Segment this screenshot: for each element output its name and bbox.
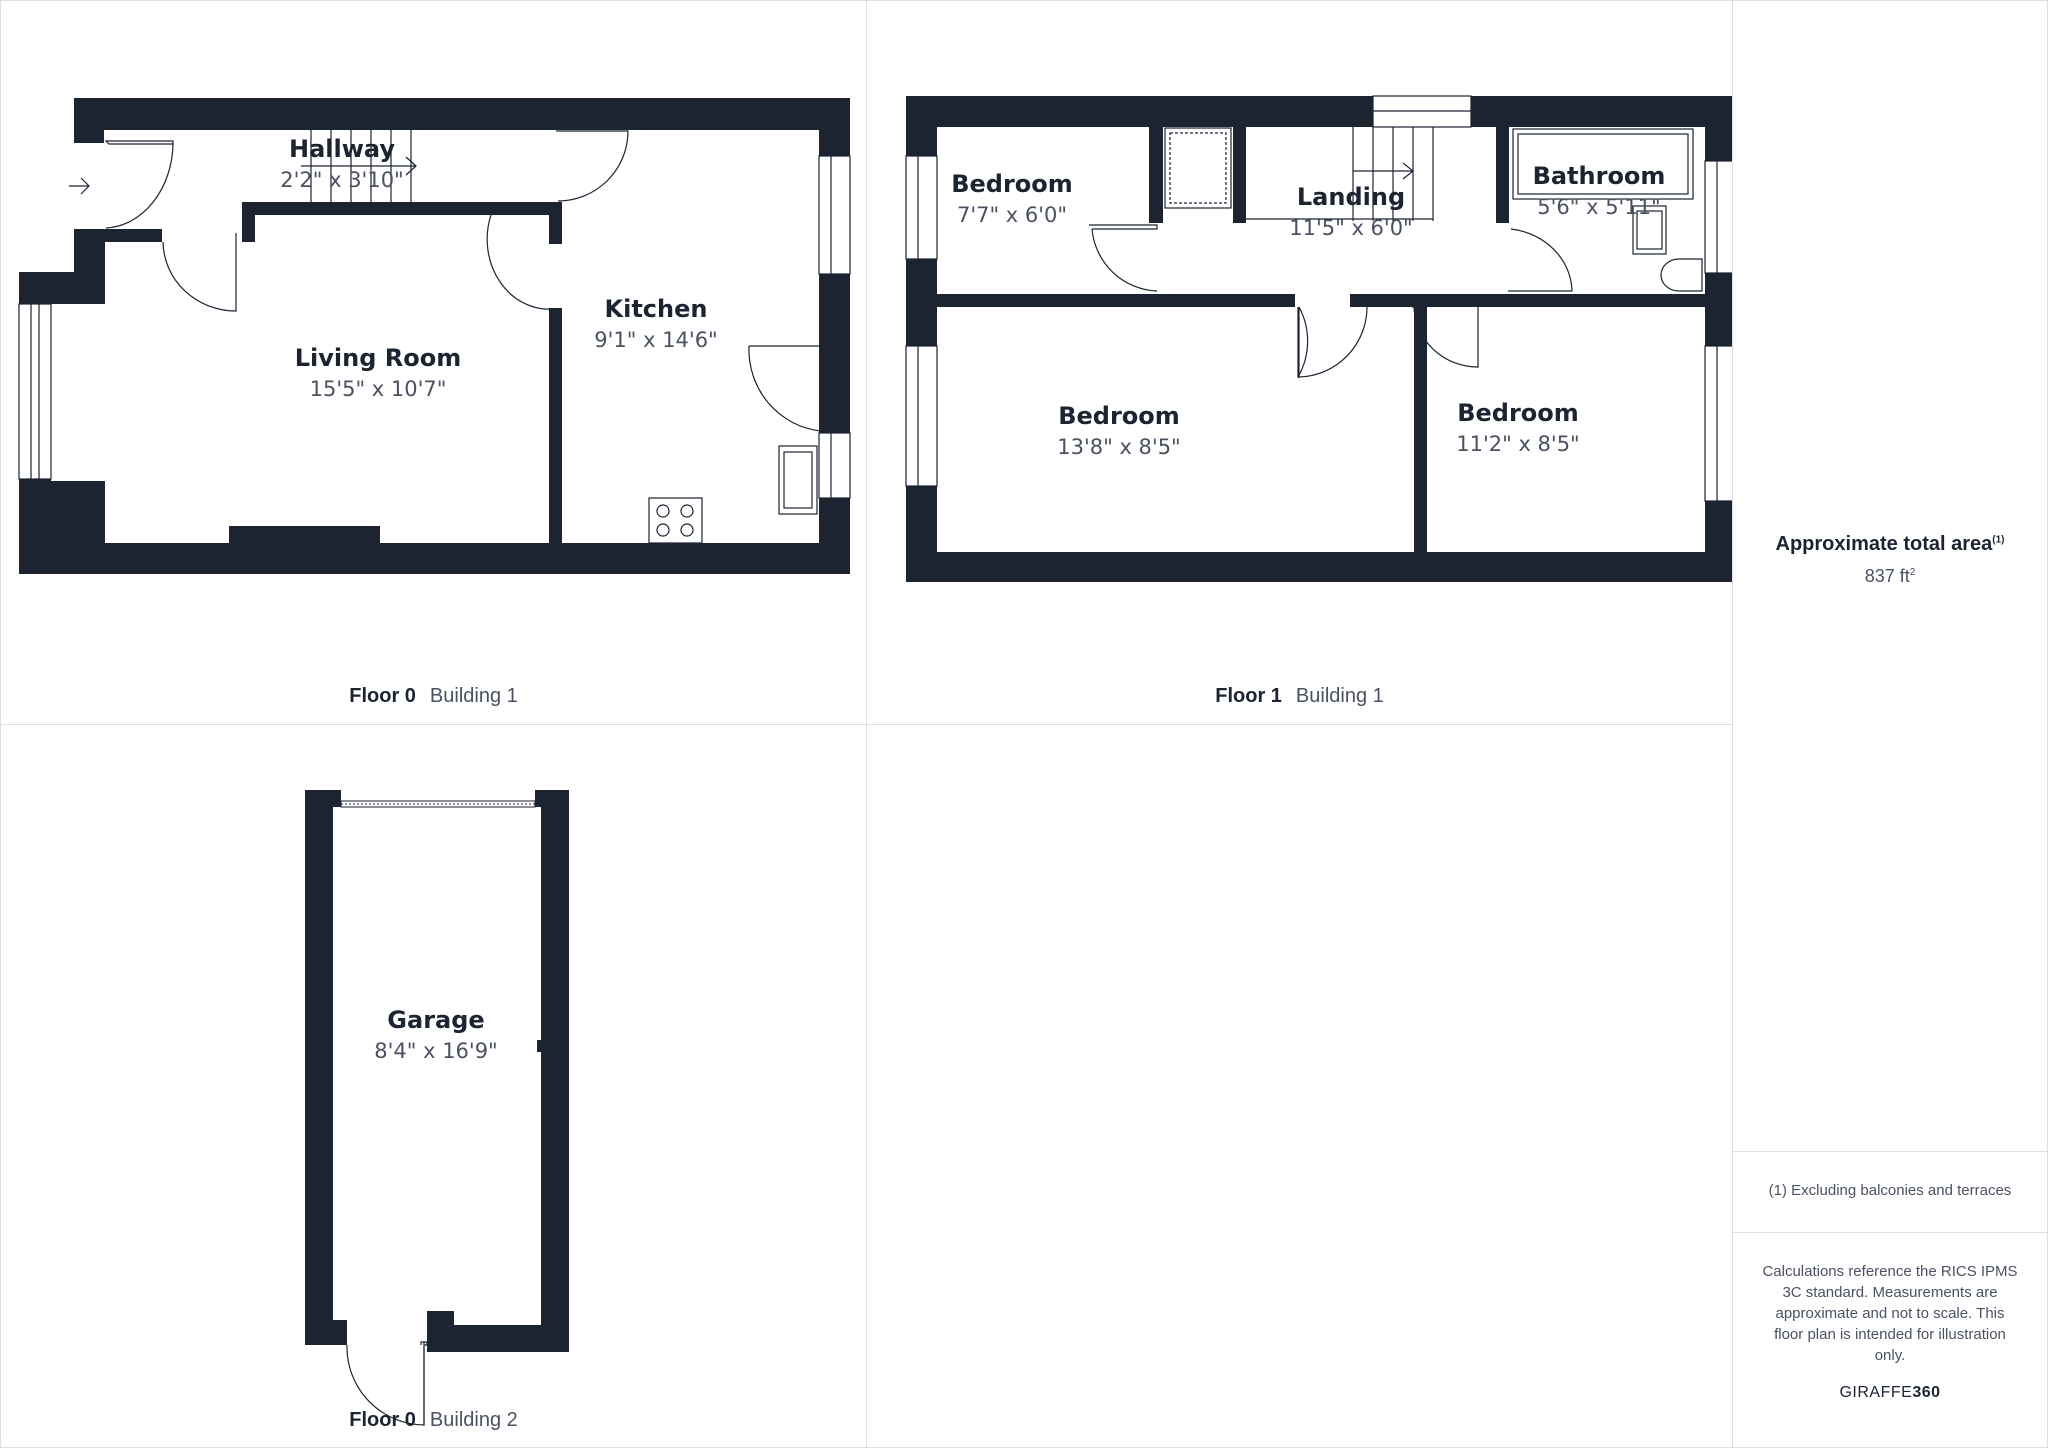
floor-label: Floor 0 — [349, 685, 416, 707]
floor-label: Floor 0 — [349, 1409, 416, 1431]
summary-sidebar: Approximate total area(1) 837 ft2 (1) Ex… — [1732, 0, 2048, 1448]
room-name: Garage — [387, 1006, 484, 1034]
room-name: Landing — [1297, 183, 1405, 211]
area-value-text: 837 ft — [1864, 566, 1910, 586]
building-label: Building 1 — [429, 685, 518, 707]
room-dims: 11'2" x 8'5" — [1456, 432, 1579, 456]
area-summary: Approximate total area(1) 837 ft2 — [1733, 533, 2047, 587]
room-dims: 5'6" x 5'11" — [1537, 195, 1660, 219]
toilet-icon — [1660, 258, 1703, 292]
room-dims: 13'8" x 8'5" — [1057, 435, 1180, 459]
brand-logo-bold: 360 — [1912, 1384, 1941, 1401]
building-label: Building 1 — [1295, 685, 1384, 707]
area-title-text: Approximate total area — [1775, 533, 1993, 555]
room-name: Bathroom — [1533, 162, 1666, 190]
hob-icon — [648, 497, 703, 544]
building-label: Building 2 — [429, 1409, 518, 1431]
stairs-icon — [301, 130, 417, 202]
area-title-footnote-mark: (1) — [1992, 534, 2005, 546]
room-dims: 15'5" x 10'7" — [310, 377, 447, 401]
room-dims: 9'1" x 14'6" — [594, 328, 717, 352]
footnote: (1) Excluding balconies and terraces — [1768, 1182, 2012, 1199]
floor-label: Floor 1 — [1215, 685, 1282, 707]
disclaimer: Calculations reference the RICS IPMS 3C … — [1762, 1263, 2018, 1364]
room-name: Bedroom — [1058, 402, 1180, 430]
room-name: Hallway — [289, 135, 395, 163]
room-dims: 8'4" x 16'9" — [374, 1039, 497, 1063]
stairs-icon — [1243, 127, 1434, 221]
floor-0-building-2-panel: Garage 8'4" x 16'9" Floor 0 Building 2 — [0, 724, 867, 1448]
floor-0-building-1-plan: Hallway 2'2" x 3'10" Living Room 15'5" x… — [18, 98, 851, 574]
floor-caption: Floor 0 Building 2 — [1, 1409, 866, 1432]
brand-logo-light: GIRAFFE — [1839, 1384, 1913, 1401]
room-name: Bedroom — [951, 170, 1073, 198]
bath-icon — [1512, 128, 1694, 200]
room-name: Bedroom — [1457, 399, 1579, 427]
area-unit-sup: 2 — [1909, 567, 1916, 578]
floor-0-building-1-panel: Hallway 2'2" x 3'10" Living Room 15'5" x… — [0, 0, 867, 725]
empty-panel — [866, 724, 1733, 1448]
room-name: Living Room — [295, 344, 461, 372]
room-dims: 7'7" x 6'0" — [957, 203, 1067, 227]
divider — [1733, 1151, 2047, 1152]
floor-caption: Floor 1 Building 1 — [867, 685, 1732, 708]
room-dims: 2'2" x 3'10" — [280, 168, 403, 192]
basin-icon — [1632, 205, 1667, 255]
area-title: Approximate total area(1) — [1733, 533, 2047, 556]
floor-1-building-1-plan: Bedroom 7'7" x 6'0" Landing 11'5" x 6'0"… — [905, 95, 1734, 582]
divider — [1733, 1232, 2047, 1233]
area-value: 837 ft2 — [1733, 566, 2047, 587]
room-dims: 11'5" x 6'0" — [1289, 216, 1412, 240]
room-name: Kitchen — [605, 295, 708, 323]
floor-0-building-2-plan: Garage 8'4" x 16'9" — [305, 790, 569, 1426]
floor-caption: Floor 0 Building 1 — [1, 685, 866, 708]
brand-logo: GIRAFFE360 — [1733, 1384, 2047, 1402]
sink-icon — [778, 445, 818, 515]
floor-1-building-1-panel: Bedroom 7'7" x 6'0" Landing 11'5" x 6'0"… — [866, 0, 1734, 725]
entrance-arrow-icon — [69, 177, 90, 195]
